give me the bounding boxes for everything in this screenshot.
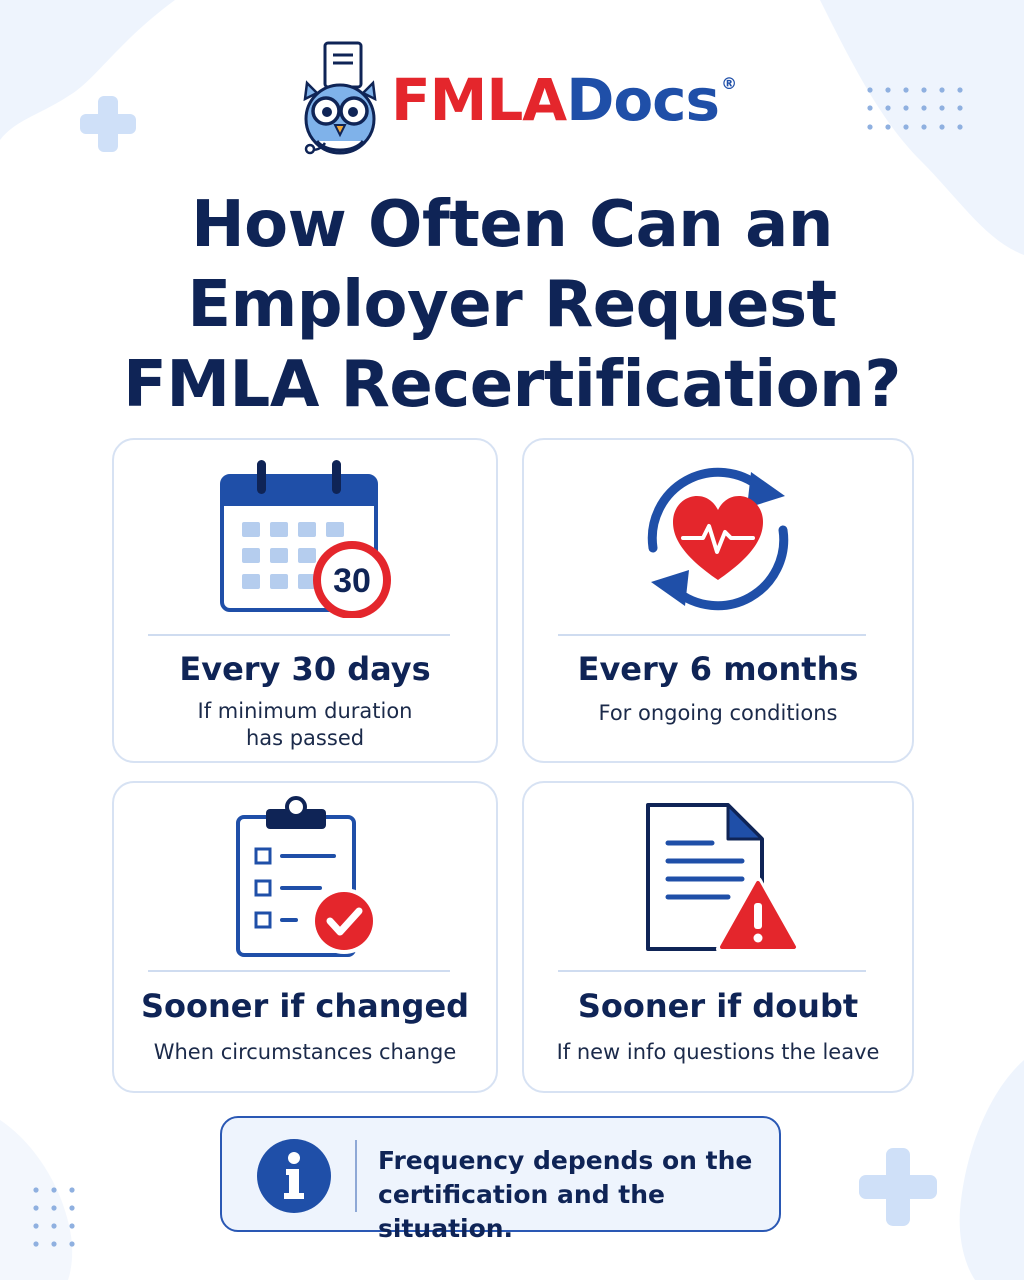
- card-title: Sooner if doubt: [577, 987, 859, 1025]
- card-subtitle: When circumstances change: [153, 1040, 457, 1064]
- brand-name-part2: Docs: [566, 66, 720, 134]
- card-subtitle-line-2: has passed: [245, 726, 365, 750]
- plus-decoration-icon: [80, 96, 136, 152]
- dot-grid-decoration: [33, 1187, 75, 1247]
- calendar-badge-number: 30: [333, 562, 371, 600]
- brand-logo: FMLA Docs ®: [295, 40, 765, 160]
- title-line-1: How Often Can an: [191, 188, 833, 262]
- note-text: Frequency depends on the certification a…: [378, 1144, 768, 1246]
- note-line-2: certification and the situation.: [378, 1180, 666, 1243]
- card-subtitle: If minimum duration has passed: [164, 698, 446, 752]
- dot-grid-decoration: [867, 87, 963, 130]
- page-title: How Often Can an Employer Request FMLA R…: [60, 185, 964, 425]
- title-line-3: FMLA Recertification?: [123, 348, 901, 422]
- card-subtitle: If new info questions the leave: [556, 1040, 880, 1064]
- card-title: Sooner if changed: [140, 987, 470, 1025]
- plus-decoration-icon: [859, 1148, 937, 1226]
- card-divider: [558, 634, 866, 636]
- card-sooner-if-changed: Sooner if changed When circumstances cha…: [112, 781, 498, 1093]
- info-icon: [257, 1139, 331, 1213]
- card-divider: [148, 634, 450, 636]
- brand-name-part1: FMLA: [391, 66, 567, 134]
- title-line-2: Employer Request: [187, 268, 837, 342]
- note-line-1: Frequency depends on the: [378, 1146, 753, 1175]
- card-divider: [148, 970, 450, 972]
- card-title: Every 30 days: [179, 650, 431, 688]
- calendar-30-icon: 30: [220, 460, 391, 618]
- card-subtitle-line-1: If minimum duration: [197, 699, 413, 723]
- clipboard-check-icon: [236, 796, 377, 957]
- card-subtitle: For ongoing conditions: [598, 701, 838, 725]
- card-every-6-months: Every 6 months For ongoing conditions: [522, 438, 914, 763]
- card-sooner-if-doubt: Sooner if doubt If new info questions th…: [522, 781, 914, 1093]
- info-note: Frequency depends on the certification a…: [220, 1116, 781, 1243]
- card-every-30-days: 30 Every 30 days If minimum duration has…: [112, 438, 498, 763]
- card-divider: [558, 970, 866, 972]
- owl-doctor-icon: [303, 41, 377, 155]
- document-warning-icon: [646, 803, 798, 953]
- heart-refresh-icon: [647, 467, 789, 611]
- note-divider: [355, 1140, 357, 1212]
- registered-mark: ®: [721, 74, 737, 93]
- card-title: Every 6 months: [577, 650, 859, 688]
